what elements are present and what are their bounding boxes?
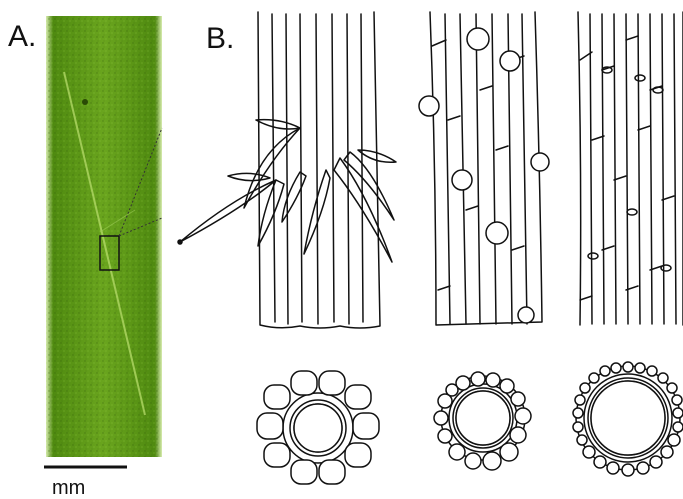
cross-section-1: [257, 371, 379, 484]
stem-drawing-leaves: [178, 12, 396, 328]
cross-section-3: [573, 362, 683, 476]
stem-drawing-cells: [419, 12, 549, 325]
stem-drawing-columns: [578, 12, 683, 325]
cross-section-2: [434, 372, 531, 470]
